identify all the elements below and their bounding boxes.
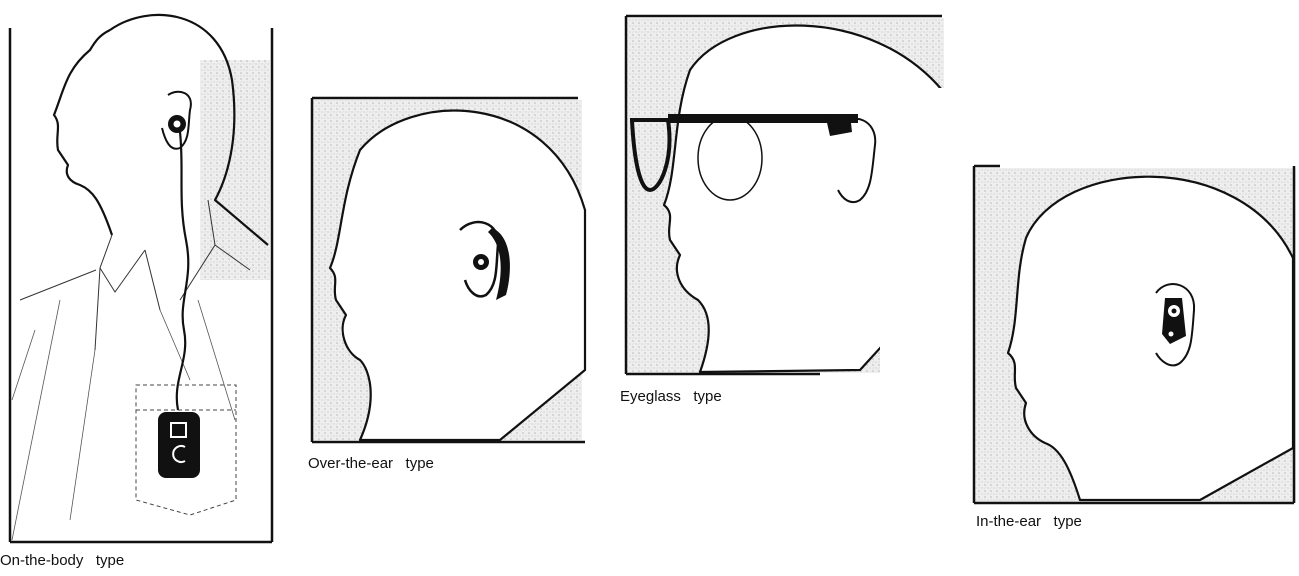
in-the-ear-illustration [960,148,1299,528]
caption-on-the-body: On-the-body type [0,552,124,569]
caption-over-the-ear: Over-the-ear type [308,455,434,472]
eyeglass-illustration [620,10,960,410]
in-the-ear-aid-icon [1162,298,1186,344]
background-shading [200,60,270,280]
white-mask [880,96,960,378]
over-the-ear-illustration [300,90,600,490]
shirt-lines [12,300,235,540]
on-the-body-illustration [0,0,290,576]
panel-over-the-ear: Over-the-ear type [300,90,600,490]
panel-in-the-ear: In-the-ear type [960,148,1299,528]
ear [162,92,191,149]
caption-in-the-ear: In-the-ear type [976,513,1082,530]
cord [177,132,189,410]
panel-eyeglass: Eyeglass type [620,10,960,410]
caption-eyeglass: Eyeglass type [620,388,722,405]
body-worn-receiver-icon [158,412,200,478]
panel-on-the-body: On-the-body type [0,0,290,576]
